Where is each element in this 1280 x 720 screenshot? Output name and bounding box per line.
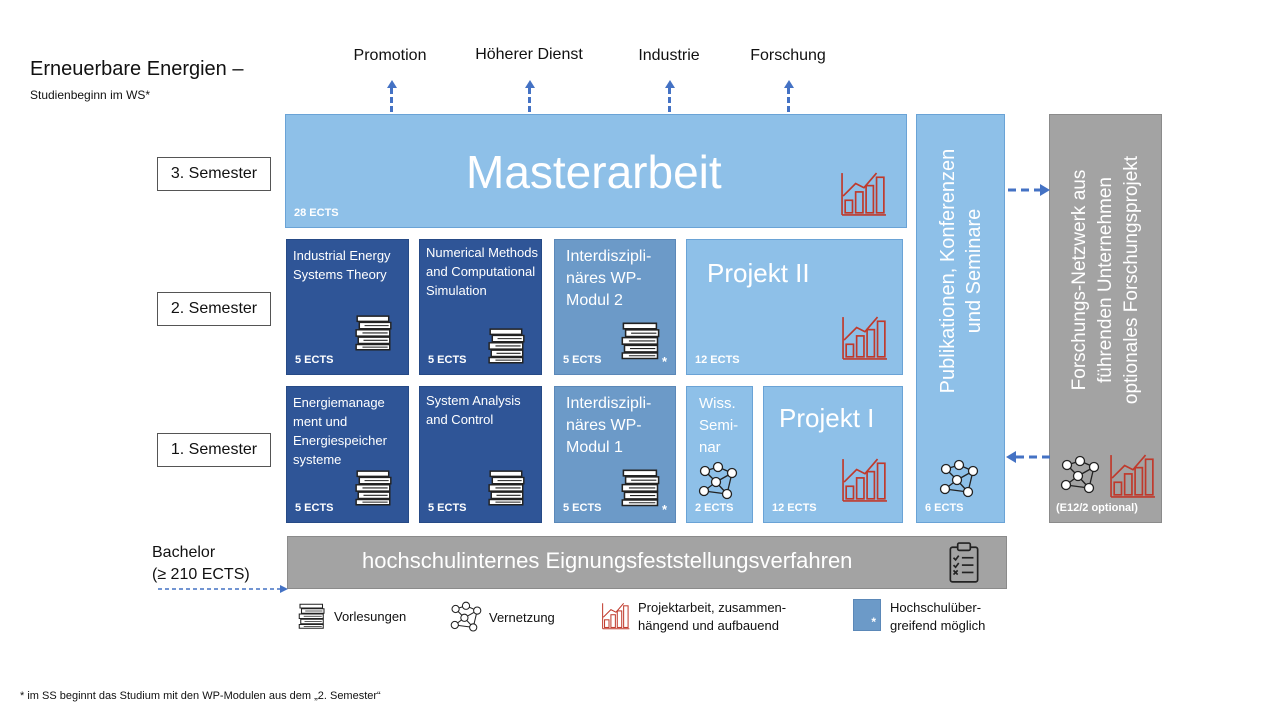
- module-publikationen: Publikationen, Konferenzen und Seminare …: [916, 114, 1005, 523]
- module-masterarbeit: Masterarbeit 28 ECTS: [285, 114, 907, 228]
- books-icon: [353, 470, 395, 508]
- module-title: System Analysis and Control: [426, 393, 521, 427]
- module-title: Wiss. Semi-nar: [699, 395, 739, 456]
- bachelor-label: Bachelor (≥ 210 ECTS): [152, 544, 250, 583]
- arrow-line: [787, 88, 790, 112]
- arrow-up-icon: [387, 80, 397, 88]
- books-icon: [619, 469, 663, 509]
- module-numerical-methods: Numerical Methods and Computational Simu…: [419, 239, 542, 375]
- ects-label: 5 ECTS: [428, 354, 467, 366]
- semester-3-label: 3. Semester: [157, 157, 271, 191]
- ects-label: 2 ECTS: [695, 502, 734, 514]
- module-title: Interdiszipli-näres WP-Modul 1: [566, 395, 652, 456]
- masterarbeit-title: Masterarbeit: [466, 146, 722, 198]
- books-icon: [353, 315, 395, 353]
- module-wp-modul-1: Interdiszipli-näres WP-Modul 1 5 ECTS *: [554, 386, 676, 523]
- hochschul-mark: *: [661, 354, 667, 369]
- module-title: Numerical Methods and Computational Simu…: [426, 245, 538, 298]
- semester-1-label: 1. Semester: [157, 433, 271, 467]
- diagram-title: Erneuerbare Energien –: [30, 58, 244, 80]
- bar-chart-icon: [1110, 453, 1156, 499]
- ects-label: 28 ECTS: [294, 207, 339, 219]
- ects-label: 5 ECTS: [295, 502, 334, 514]
- bar-chart-icon: [841, 171, 887, 217]
- module-system-analysis: System Analysis and Control 5 ECTS: [419, 386, 542, 523]
- arrow-line: [528, 88, 531, 112]
- ects-label: 5 ECTS: [563, 354, 602, 366]
- bar-chart-icon: [842, 315, 888, 361]
- books-icon: [486, 328, 528, 366]
- projekt-2-title: Projekt II: [707, 258, 810, 288]
- career-hoeherer-dienst: Höherer Dienst: [475, 46, 583, 63]
- ects-label: 5 ECTS: [428, 502, 467, 514]
- legend-hochschul-swatch: *: [853, 599, 881, 631]
- hochschul-mark: *: [661, 502, 667, 517]
- bar-chart-icon: [842, 457, 888, 503]
- arrow-up-icon: [665, 80, 675, 88]
- eignung-title: hochschulinternes Eignungsfeststellungsv…: [362, 548, 853, 573]
- arrow-line: [668, 88, 671, 112]
- module-title: Industrial Energy Systems Theory: [293, 248, 391, 282]
- clipboard-icon: [948, 542, 980, 584]
- arrow-right-icon: [158, 585, 288, 593]
- publikationen-title: Publikationen, Konferenzen und Seminare: [937, 148, 985, 394]
- legend-vernetzung: Vernetzung: [489, 610, 555, 625]
- network-icon: [448, 601, 484, 633]
- arrow-up-icon: [525, 80, 535, 88]
- module-wp-modul-2: Interdiszipli-näres WP-Modul 2 5 ECTS *: [554, 239, 676, 375]
- semester-2-label: 2. Semester: [157, 292, 271, 326]
- books-icon: [486, 470, 528, 508]
- module-title: Energiemanage ment und Energiespeicher s…: [293, 395, 387, 467]
- module-eignungsfeststellung: hochschulinternes Eignungsfeststellungsv…: [287, 536, 1007, 589]
- legend-projektarbeit: Projektarbeit, zusammen- hängend und auf…: [638, 600, 787, 633]
- module-industrial-energy-systems: Industrial Energy Systems Theory 5 ECTS: [286, 239, 409, 375]
- bar-chart-icon: [602, 602, 630, 630]
- forschungsnetzwerk-title: Forschungs-Netzwerk aus führenden Untern…: [1069, 155, 1142, 405]
- module-projekt-2: Projekt II 12 ECTS: [686, 239, 903, 375]
- module-energiemanagement: Energiemanage ment und Energiespeicher s…: [286, 386, 409, 523]
- books-icon: [619, 322, 663, 362]
- ects-label: 12 ECTS: [695, 354, 740, 366]
- legend-hochschuluebergreifend: Hochschulüber- greifend möglich: [890, 600, 986, 633]
- module-forschungsnetzwerk: Forschungs-Netzwerk aus führenden Untern…: [1049, 114, 1162, 523]
- career-industrie: Industrie: [638, 47, 700, 64]
- network-icon: [696, 461, 740, 501]
- diagram-subtitle: Studienbeginn im WS*: [30, 88, 151, 102]
- module-wiss-seminar: Wiss. Semi-nar 2 ECTS: [686, 386, 753, 523]
- legend-vorlesungen: Vorlesungen: [334, 609, 407, 624]
- footnote: * im SS beginnt das Studium mit den WP-M…: [20, 690, 381, 702]
- arrow-line: [390, 88, 393, 112]
- ects-label: 5 ECTS: [563, 502, 602, 514]
- network-icon: [1058, 455, 1102, 495]
- career-forschung: Forschung: [750, 47, 826, 64]
- arrow-up-icon: [784, 80, 794, 88]
- arrow-right-icon: [1008, 184, 1050, 196]
- career-promotion: Promotion: [353, 47, 427, 64]
- module-projekt-1: Projekt I 12 ECTS: [763, 386, 903, 523]
- optional-note: (E12/2 optional): [1056, 502, 1138, 514]
- module-title: Interdiszipli-näres WP-Modul 2: [566, 248, 652, 309]
- ects-label: 5 ECTS: [295, 354, 334, 366]
- books-icon: [297, 603, 327, 631]
- ects-label: 12 ECTS: [772, 502, 817, 514]
- arrow-left-icon: [1006, 451, 1050, 463]
- projekt-1-title: Projekt I: [779, 403, 875, 433]
- ects-label: 6 ECTS: [925, 502, 964, 514]
- network-icon: [937, 459, 981, 499]
